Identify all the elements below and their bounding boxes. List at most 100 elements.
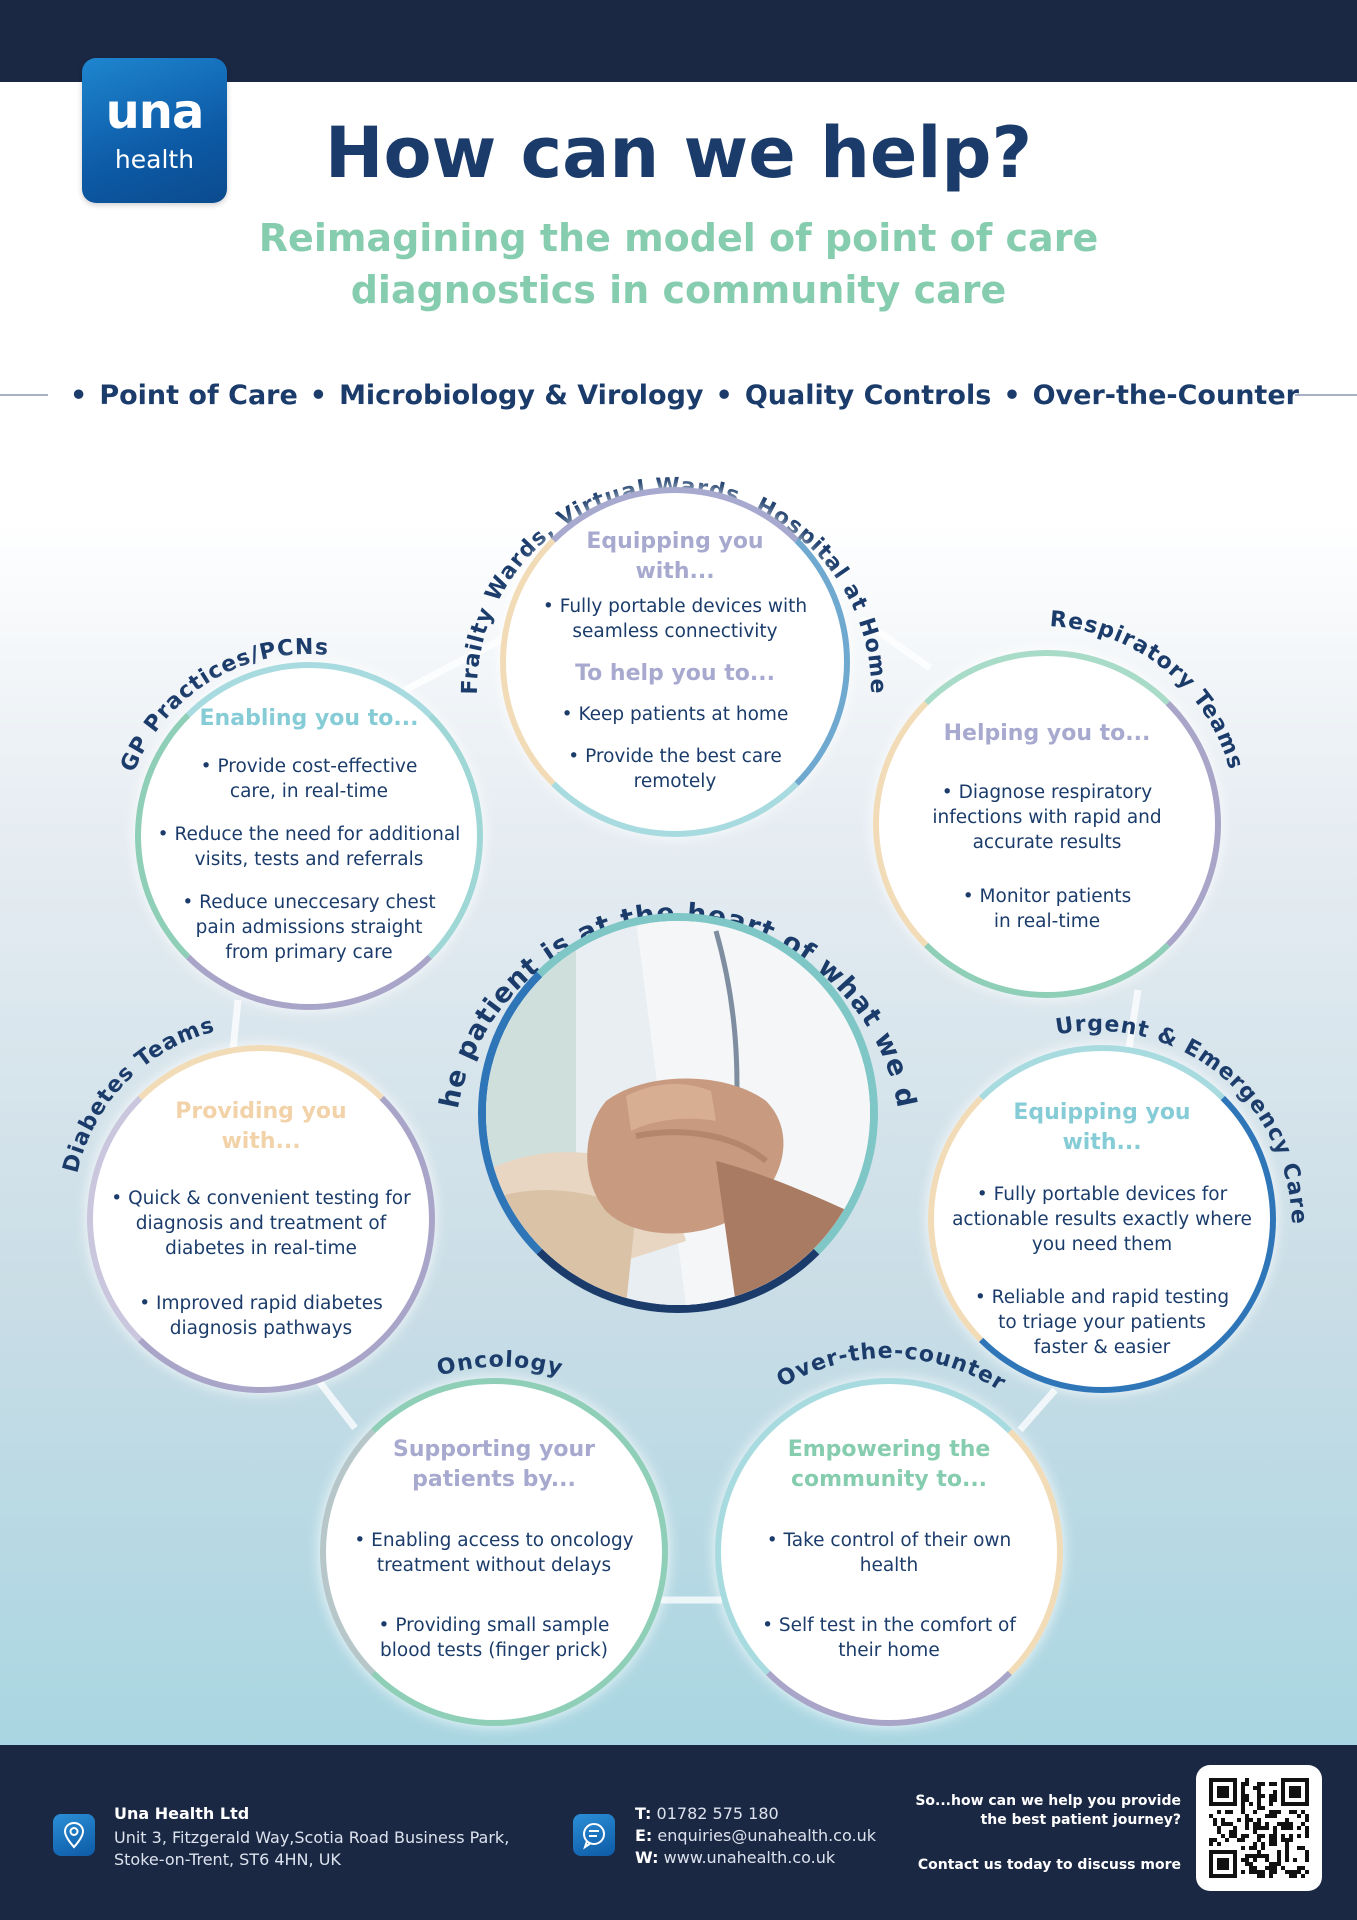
phone-label: T: — [635, 1804, 652, 1823]
bullet-item: Quick & convenient testing fordiagnosis … — [107, 1186, 415, 1261]
bullet-text: Self test in the comfort of — [778, 1615, 1016, 1636]
website-link[interactable]: www.unahealth.co.uk — [663, 1848, 836, 1867]
page-title: How can we help? — [324, 112, 1033, 194]
bullet-text: seamless connectivity — [572, 621, 778, 642]
phone-number[interactable]: 01782 575 180 — [656, 1804, 779, 1823]
hands-illustration — [486, 921, 870, 1305]
website-label: W: — [635, 1848, 659, 1867]
bullet-text: diabetes in real-time — [165, 1238, 357, 1259]
bullet-text: you need them — [1031, 1234, 1173, 1255]
website-line[interactable]: W: www.unahealth.co.uk — [635, 1847, 876, 1869]
bullet-text: in real-time — [993, 911, 1101, 932]
circle-title: Helping you to... — [943, 721, 1151, 746]
bullet-text: Diagnose respiratory — [958, 782, 1153, 803]
bullet-text: Providing small sample — [395, 1615, 610, 1636]
chat-bubble-icon — [583, 1823, 605, 1850]
logo-wordmark: una — [105, 84, 205, 140]
qr-code-icon — [1209, 1778, 1309, 1878]
circle-title: Providing you with... — [113, 1097, 409, 1157]
bullet-dot: • — [715, 380, 733, 411]
title-line: Empowering the — [787, 1437, 991, 1462]
bullet-item: Keep patients at home — [520, 702, 830, 727]
category-quality-controls: Quality Controls — [744, 380, 992, 411]
bullet-text: Reliable and rapid testing — [991, 1287, 1230, 1308]
circle-oncology: Supporting your patients by... Enabling a… — [320, 1378, 668, 1726]
bullet-text: Fully portable devices for — [993, 1184, 1228, 1205]
bullet-text: infections with rapid and — [932, 807, 1162, 828]
email-line[interactable]: E: enquiries@unahealth.co.uk — [635, 1825, 876, 1847]
bullet-item: Diagnose respiratory infections with rapi… — [893, 780, 1201, 855]
category-list: •Point of Care•Microbiology & Virology•Q… — [0, 378, 1357, 414]
bullet-text: to triage your patients — [998, 1312, 1206, 1333]
circle-subtitle: To help you to... — [575, 661, 775, 686]
category-microbiology: Microbiology & Virology — [339, 380, 704, 411]
bullet-item: Provide the best care remotely — [520, 744, 830, 794]
bullet-text: diagnosis pathways — [169, 1318, 353, 1339]
logo-subword: health — [114, 145, 195, 174]
bullet-text: remotely — [633, 771, 717, 792]
circle-title: Empowering the community to... — [741, 1435, 1037, 1495]
title-line: with... — [221, 1129, 301, 1154]
qr-code[interactable] — [1196, 1765, 1322, 1891]
una-health-logo[interactable]: una health — [82, 58, 227, 203]
address-line: Unit 3, Fitzgerald Way,Scotia Road Busin… — [114, 1828, 510, 1847]
circle-over-the-counter: Empowering the community to... Take contr… — [715, 1378, 1063, 1726]
footer: Una Health Ltd Unit 3, Fitzgerald Way,Sc… — [0, 1745, 1357, 1920]
bullet-text: pain admissions straight — [195, 917, 423, 938]
title-line: community to... — [790, 1467, 988, 1492]
contact-details: T: 01782 575 180 E: enquiries@unahealth.… — [635, 1803, 876, 1869]
title-line: Providing you — [175, 1099, 347, 1124]
cta-line: So...how can we help you provide — [915, 1793, 1181, 1809]
bullet-text: their home — [838, 1640, 940, 1661]
email-label: E: — [635, 1826, 653, 1845]
cta-line: the best patient journey? — [980, 1812, 1181, 1828]
bullet-text: faster & easier — [1033, 1337, 1171, 1358]
category-over-the-counter: Over-the-Counter — [1032, 380, 1299, 411]
title-line: patients by... — [412, 1467, 576, 1492]
subtitle-line-1: Reimagining the model of point of care — [258, 216, 1099, 260]
bullet-item: Provide cost-effective care, in real-time — [155, 754, 463, 804]
bullet-text: Reduce the need for additional — [174, 824, 461, 845]
title-line: with... — [635, 559, 715, 584]
bullet-text: Keep patients at home — [578, 704, 789, 725]
bullet-text: Provide cost-effective — [217, 756, 418, 777]
bullet-text: Reduce uneccesary chest — [199, 892, 436, 913]
bullet-text: from primary care — [225, 942, 393, 963]
bullet-item: Reliable and rapid testing to triage your… — [948, 1285, 1256, 1360]
circle-diabetes-teams: Providing you with... Quick & convenient … — [87, 1045, 435, 1393]
bullet-dot: • — [70, 380, 88, 411]
bullet-item: Improved rapid diabetes diagnosis pathway… — [107, 1291, 415, 1341]
phone-line[interactable]: T: 01782 575 180 — [635, 1803, 876, 1825]
divider-right — [1295, 394, 1357, 396]
bullet-item: Self test in the comfort of their home — [735, 1613, 1043, 1663]
footer-cta-question: So...how can we help you provide the bes… — [915, 1792, 1181, 1830]
email-link[interactable]: enquiries@unahealth.co.uk — [657, 1826, 876, 1845]
bullet-text: treatment without delays — [376, 1555, 612, 1576]
company-address: Unit 3, Fitzgerald Way,Scotia Road Busin… — [114, 1827, 509, 1871]
circle-respiratory-teams: Helping you to... Diagnose respiratory in… — [873, 650, 1221, 998]
bullet-item: Enabling access to oncology treatment wit… — [340, 1528, 648, 1578]
svg-text:Oncology: Oncology — [434, 1348, 566, 1382]
bullet-text: actionable results exactly where — [952, 1209, 1252, 1230]
patient-hands-photo — [478, 913, 878, 1313]
bullet-text: accurate results — [972, 832, 1122, 853]
bullet-text: Improved rapid diabetes — [156, 1293, 383, 1314]
bullet-dot: • — [1003, 380, 1021, 411]
bullet-text: Enabling access to oncology — [371, 1530, 634, 1551]
address-line: Stoke-on-Trent, ST6 4HN, UK — [114, 1850, 341, 1869]
bullet-text: Provide the best care — [585, 746, 782, 767]
bullet-text: care, in real-time — [229, 781, 389, 802]
title-line: Supporting your — [392, 1437, 596, 1462]
circle-gp-practices: Enabling you to... Provide cost-effectiv… — [135, 662, 483, 1010]
bullet-text: diagnosis and treatment of — [135, 1213, 387, 1234]
title-line: with... — [1062, 1130, 1142, 1155]
page-subtitle: Reimagining the model of point of care d… — [0, 212, 1357, 316]
